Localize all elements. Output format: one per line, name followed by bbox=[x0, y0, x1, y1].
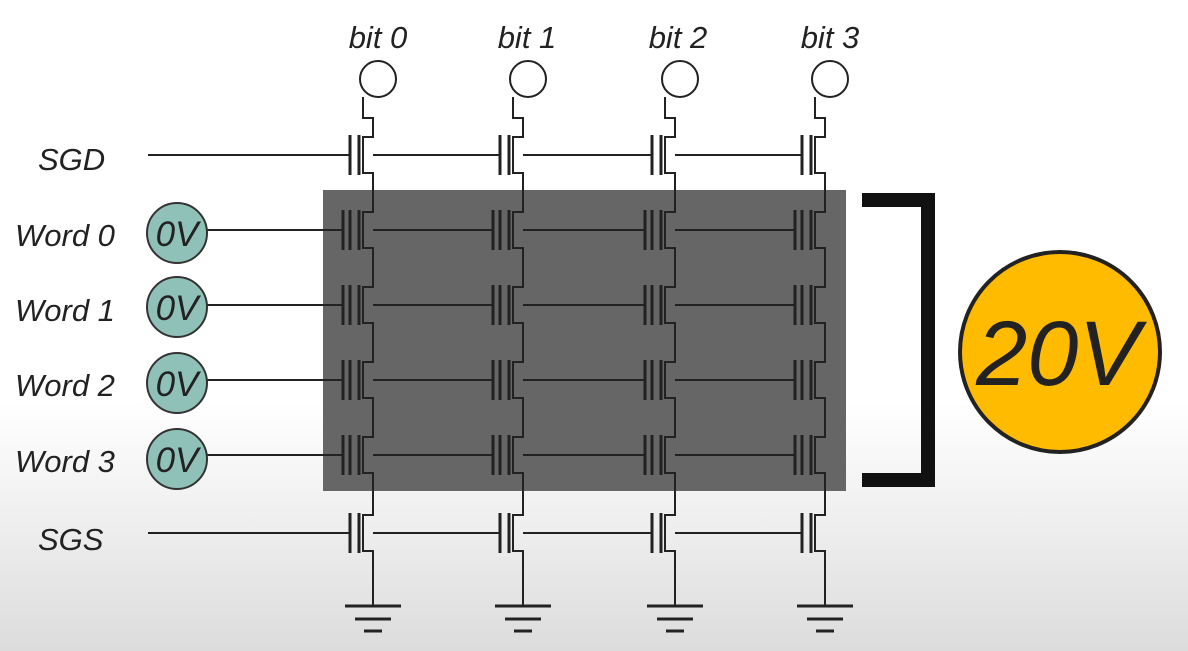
svg-text:0V: 0V bbox=[156, 365, 202, 404]
string-channel-3 bbox=[814, 97, 826, 606]
word-voltage-badge-0: 0V bbox=[146, 202, 208, 264]
gate-lines bbox=[148, 154, 802, 534]
sgd-label: SGD bbox=[38, 142, 105, 177]
string-channel-2 bbox=[664, 97, 676, 606]
word-voltage-badge-1: 0V bbox=[146, 276, 208, 338]
word-label-3: Word 3 bbox=[15, 444, 115, 479]
bit-label-0: bit 0 bbox=[349, 20, 408, 55]
ground-icon-0 bbox=[345, 604, 401, 633]
bit-terminal-1 bbox=[509, 60, 547, 98]
svg-text:0V: 0V bbox=[156, 289, 202, 328]
bit-terminal-2 bbox=[661, 60, 699, 98]
ground-icon-2 bbox=[647, 604, 703, 633]
nand-string-1 bbox=[491, 97, 551, 633]
bit-line-terminals: bit 0 bit 1 bit 2 bit 3 bbox=[349, 20, 860, 98]
bit-terminal-3 bbox=[811, 60, 849, 98]
word-voltage-badge-2: 0V bbox=[146, 352, 208, 414]
bit-label-2: bit 2 bbox=[649, 20, 708, 55]
substrate-bracket bbox=[862, 193, 935, 487]
word-label-2: Word 2 bbox=[15, 368, 115, 403]
row-labels: SGD Word 0 Word 1 Word 2 Word 3 SGS bbox=[15, 142, 115, 557]
bit-label-1: bit 1 bbox=[498, 20, 557, 55]
word-voltage-badge-3: 0V bbox=[146, 428, 208, 490]
svg-text:20V: 20V bbox=[975, 303, 1147, 405]
word-label-0: Word 0 bbox=[15, 218, 115, 253]
ground-icon-1 bbox=[495, 604, 551, 633]
nand-string-0 bbox=[341, 97, 401, 633]
svg-text:0V: 0V bbox=[156, 215, 202, 254]
erase-block-highlight bbox=[323, 190, 846, 491]
string-channel-1 bbox=[512, 97, 524, 606]
nand-string-2 bbox=[643, 97, 703, 633]
sgs-label: SGS bbox=[38, 522, 104, 557]
ground-icon-3 bbox=[797, 604, 853, 633]
applied-voltage-badge: 20V bbox=[958, 250, 1162, 454]
word-voltage-badges: 0V 0V 0V 0V bbox=[146, 202, 208, 490]
svg-text:0V: 0V bbox=[156, 441, 202, 480]
string-channel-0 bbox=[362, 97, 374, 606]
bit-label-3: bit 3 bbox=[801, 20, 860, 55]
word-label-1: Word 1 bbox=[15, 293, 115, 328]
bit-terminal-0 bbox=[359, 60, 397, 98]
